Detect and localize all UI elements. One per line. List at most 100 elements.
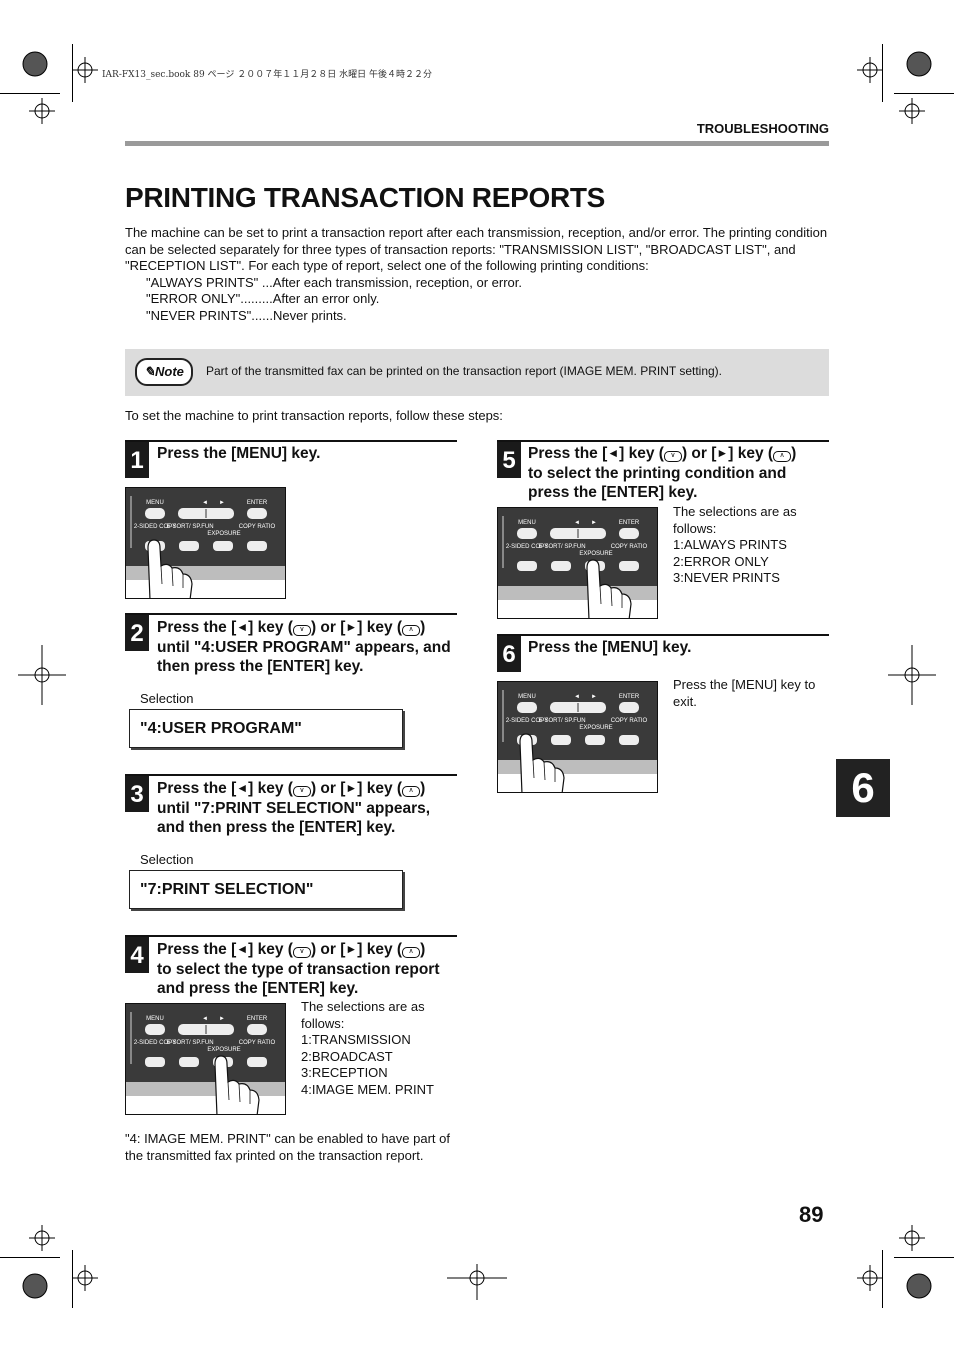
panel-edge (502, 690, 504, 742)
panel-edge (502, 516, 504, 568)
step-number: 3 (125, 776, 149, 812)
pointing-hand-icon (214, 1055, 260, 1114)
panel-edge (130, 496, 132, 548)
copy-ratio-label: COPY RATIO (239, 524, 276, 530)
menu-key (517, 528, 537, 539)
intro-paragraph: The machine can be set to print a transa… (125, 225, 828, 273)
up-key-icon: ∧ (402, 625, 421, 636)
function-key (551, 561, 571, 571)
menu-label: MENU (146, 1016, 164, 1022)
panel-strip (126, 1082, 285, 1096)
page-number: 89 (799, 1202, 824, 1227)
selection-label: Selection (140, 691, 194, 706)
function-key (619, 561, 639, 571)
step-rule (125, 613, 457, 615)
step-instruction: Press the [◄] key (∨) or [►] key (∧)to s… (528, 445, 797, 501)
right-arrow-icon: ► (219, 500, 225, 506)
left-arrow-icon: ◄ (236, 942, 249, 956)
right-arrow-icon: ► (219, 1016, 225, 1022)
chapter-tab: 6 (836, 759, 890, 817)
right-arrow-icon: ► (345, 781, 358, 795)
function-key (247, 1057, 267, 1067)
step-number: 5 (497, 442, 521, 478)
right-arrow-icon: ► (591, 694, 597, 700)
step-instruction: Press the [MENU] key. (528, 639, 692, 656)
right-arrow-icon: ► (591, 520, 597, 526)
lead-text: To set the machine to print transaction … (125, 408, 503, 423)
condition-always: "ALWAYS PRINTS" ...After each transmissi… (146, 275, 523, 290)
menu-label: MENU (518, 520, 536, 526)
enter-label: ENTER (619, 694, 640, 700)
step-rule (125, 935, 457, 937)
selection-label: Selection (140, 852, 194, 867)
step-rule (497, 634, 829, 636)
function-key (619, 735, 639, 745)
left-arrow-icon: ◄ (202, 1016, 208, 1022)
left-arrow-icon: ◄ (607, 446, 620, 460)
step-footnote: "4: IMAGE MEM. PRINT" can be enabled to … (125, 1131, 450, 1163)
panel-edge (130, 1012, 132, 1064)
step-instruction: Press the [◄] key (∨) or [►] key (∧)unti… (157, 619, 451, 675)
pointing-hand-icon (147, 539, 193, 598)
function-key (179, 541, 199, 551)
function-key (213, 541, 233, 551)
up-key-icon: ∧ (773, 451, 792, 462)
pencil-icon: ✎ (144, 364, 155, 379)
note-badge: ✎Note (135, 358, 193, 386)
step-number: 2 (125, 615, 149, 651)
down-key-icon: ∨ (292, 947, 311, 958)
copy-ratio-label: COPY RATIO (611, 544, 648, 550)
header-rule (125, 141, 829, 146)
step-rule (125, 774, 457, 776)
left-arrow-icon: ◄ (236, 781, 249, 795)
left-arrow-icon: ◄ (236, 620, 249, 634)
enter-label: ENTER (247, 1016, 268, 1022)
two-sided-label: 2-SIDED COPY (506, 544, 548, 550)
function-key (585, 735, 605, 745)
selection-display: "7:PRINT SELECTION" (129, 870, 403, 909)
step-instruction: Press the [◄] key (∨) or [►] key (∧)unti… (157, 780, 431, 836)
right-arrow-icon: ► (345, 620, 358, 634)
function-key (145, 1057, 165, 1067)
function-key (517, 561, 537, 571)
pointing-hand-icon (519, 733, 565, 792)
exposure-label: EXPOSURE (207, 531, 240, 537)
step-number: 4 (125, 937, 149, 973)
esort-label: E-SORT/ SP.FUN (538, 718, 585, 724)
enter-key (247, 1024, 267, 1035)
function-key (247, 541, 267, 551)
pointing-hand-icon (586, 559, 632, 618)
step-number: 6 (497, 636, 521, 672)
two-sided-label: 2-SIDED COPY (134, 524, 176, 530)
panel-strip (498, 586, 657, 600)
function-key (551, 735, 571, 745)
copy-ratio-label: COPY RATIO (611, 718, 648, 724)
right-arrow-icon: ► (345, 942, 358, 956)
enter-key (619, 528, 639, 539)
left-arrow-icon: ◄ (574, 520, 580, 526)
up-key-icon: ∧ (402, 947, 421, 958)
menu-key (145, 508, 165, 519)
enter-key (247, 508, 267, 519)
exposure-label: EXPOSURE (579, 725, 612, 731)
menu-label: MENU (146, 500, 164, 506)
two-sided-label: 2-SIDED COPY (134, 1040, 176, 1046)
esort-label: E-SORT/ SP.FUN (166, 1040, 213, 1046)
left-arrow-icon: ◄ (202, 500, 208, 506)
selection-display: "4:USER PROGRAM" (129, 709, 403, 748)
esort-label: E-SORT/ SP.FUN (538, 544, 585, 550)
page-title: PRINTING TRANSACTION REPORTS (125, 182, 606, 213)
copy-ratio-label: COPY RATIO (239, 1040, 276, 1046)
print-metadata: IAR-FX13_sec.book 89 ページ ２００７年１１月２８日 水曜日… (102, 70, 432, 80)
step-instruction: Press the [◄] key (∨) or [►] key (∧)to s… (157, 941, 440, 997)
section-header: TROUBLESHOOTING (696, 121, 829, 136)
step-rule (125, 440, 457, 442)
esort-label: E-SORT/ SP.FUN (166, 524, 213, 530)
exposure-label: EXPOSURE (579, 551, 612, 557)
